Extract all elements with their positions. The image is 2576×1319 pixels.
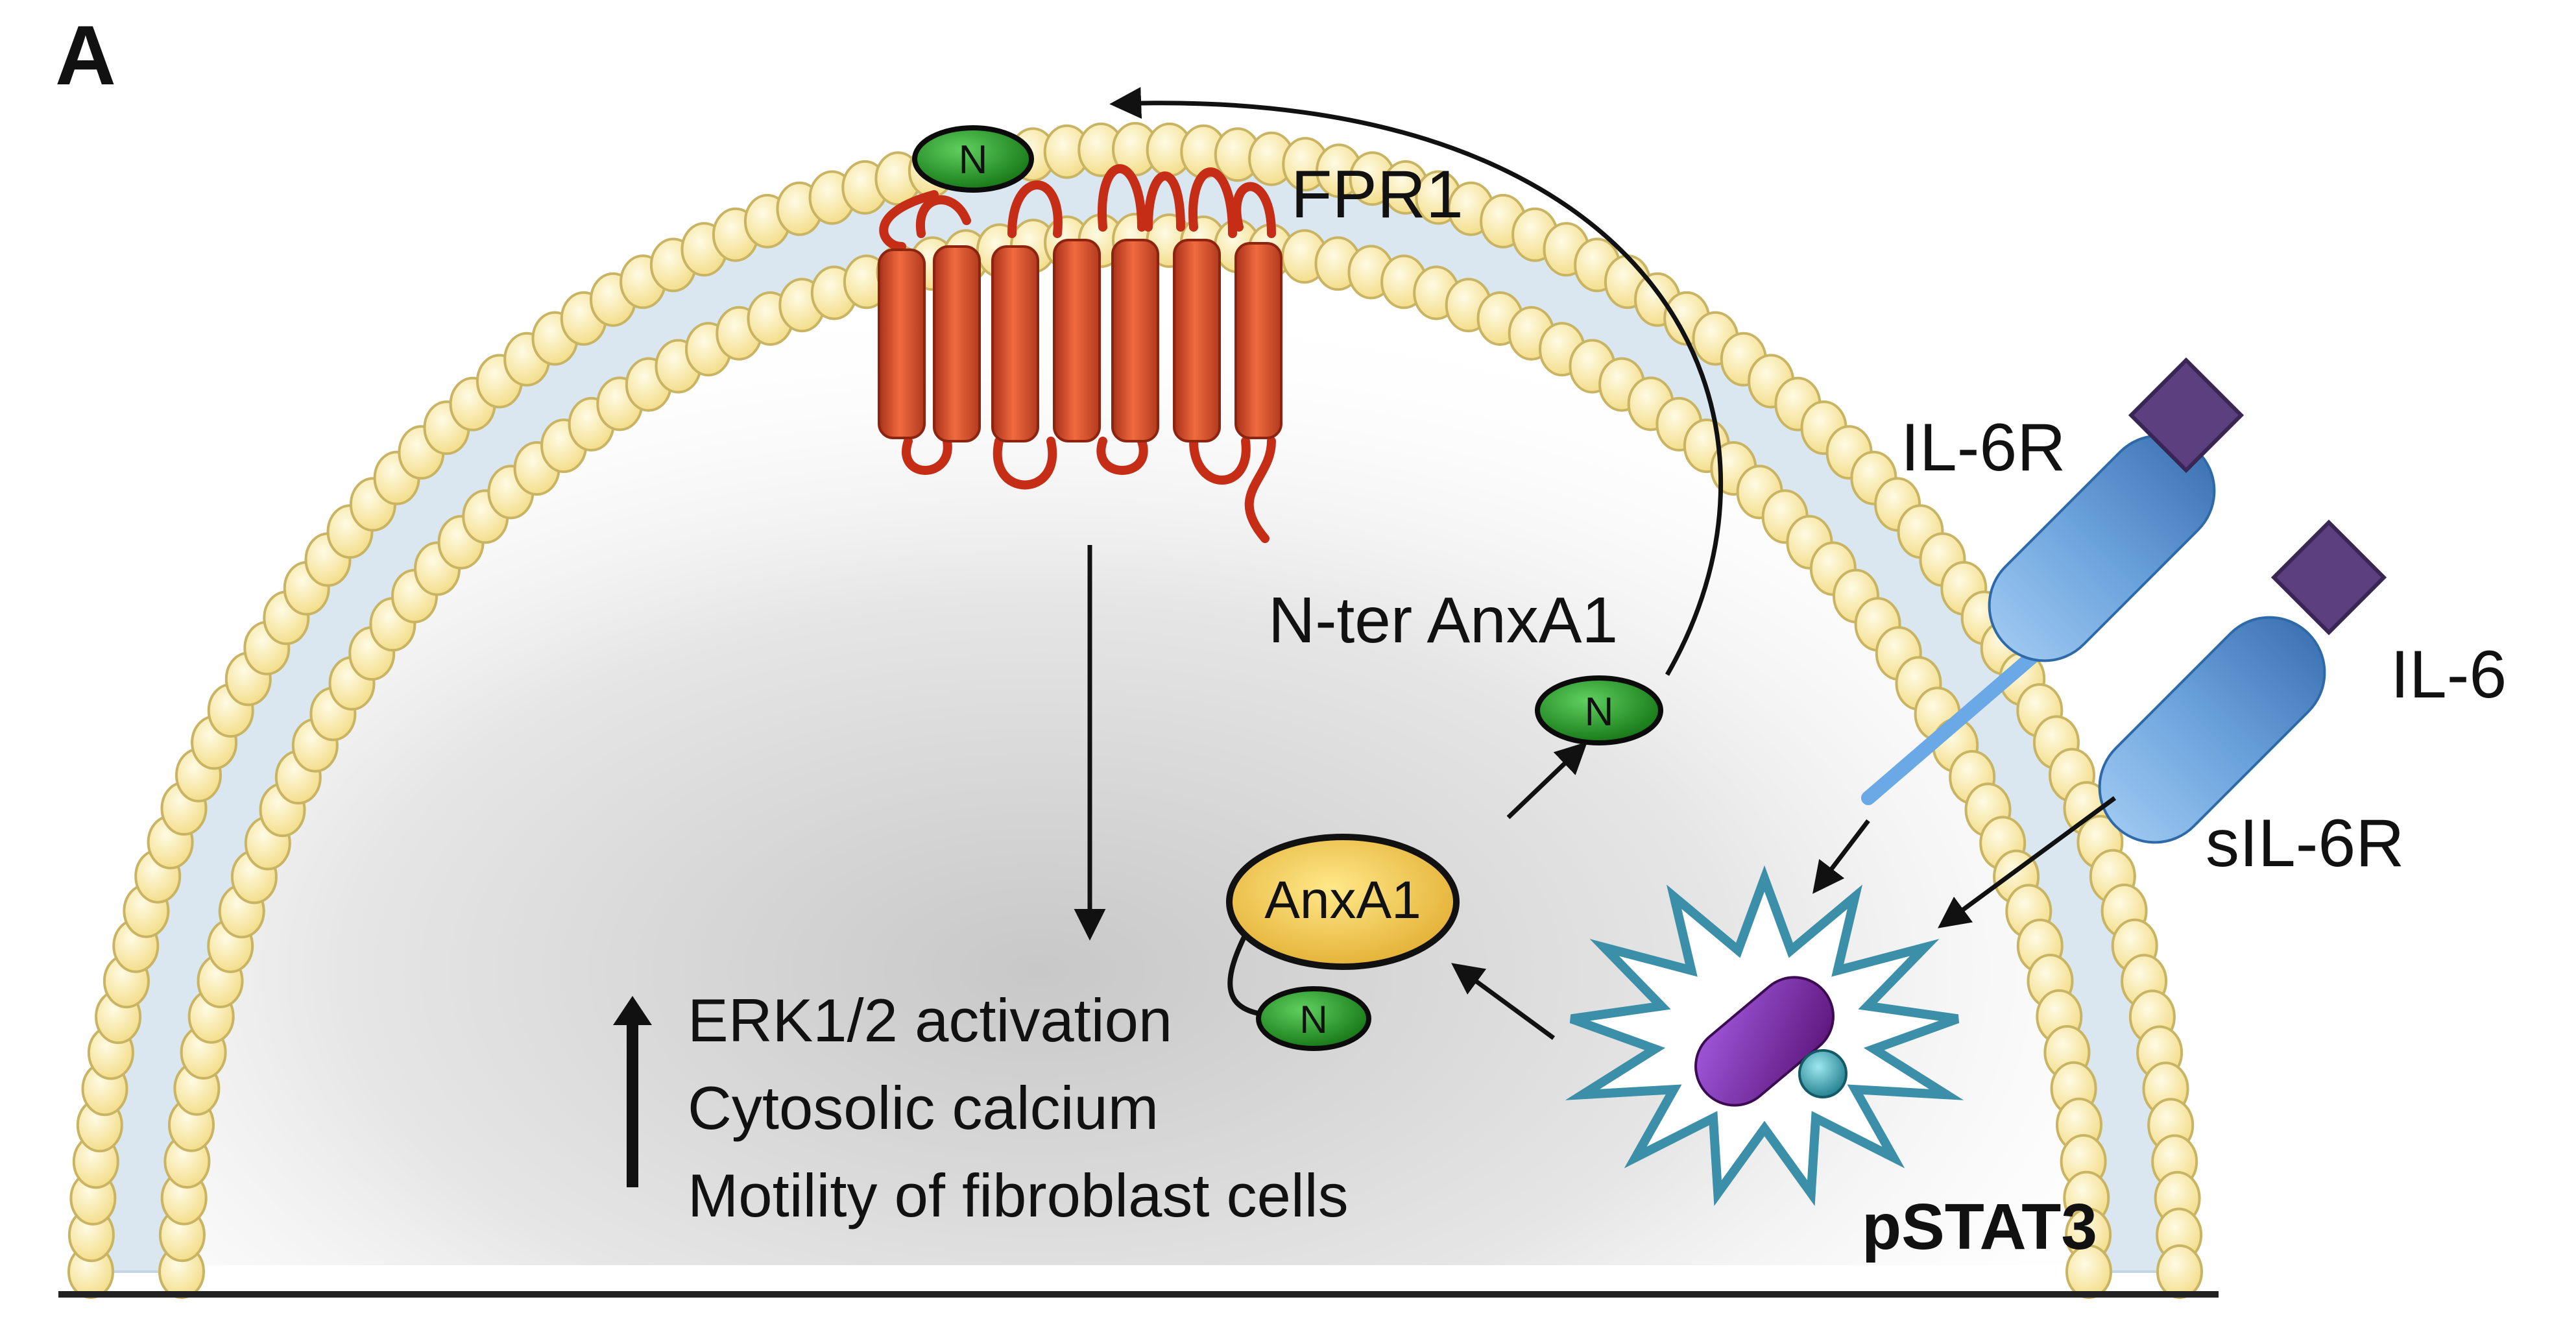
effect-erk: ERK1/2 activation bbox=[688, 986, 1172, 1054]
pstat3-label: pSTAT3 bbox=[1862, 1191, 2097, 1263]
sil6r-body bbox=[2098, 616, 2326, 844]
cytoplasm bbox=[162, 214, 2108, 1265]
arrows bbox=[1074, 87, 2117, 1040]
arrow-pstat3-to-anxa1 bbox=[1451, 963, 1556, 1040]
free-n-terminus: N bbox=[1535, 675, 1663, 745]
anxa1-protein: AnxA1 N bbox=[1226, 834, 1460, 1051]
nter-anxa1-label: N-ter AnxA1 bbox=[1268, 584, 1618, 657]
anxa1-label: AnxA1 bbox=[1264, 871, 1421, 930]
fpr1-helix bbox=[1053, 239, 1101, 442]
fpr1-helix bbox=[933, 245, 981, 442]
fpr1-helix bbox=[878, 248, 926, 439]
effect-calcium: Cytosolic calcium bbox=[688, 1074, 1159, 1142]
arrow-nter-to-fpr1 bbox=[1109, 87, 1723, 676]
fpr1-helix bbox=[1234, 242, 1282, 439]
phosphate-icon bbox=[1798, 1049, 1848, 1098]
il6-ligand-icon bbox=[2128, 357, 2245, 474]
panel-label: A bbox=[55, 8, 116, 103]
n-badge-label: N bbox=[1585, 690, 1614, 734]
effects-block: ERK1/2 activation Cytosolic calcium Moti… bbox=[613, 986, 1349, 1229]
il6r-complex bbox=[1861, 357, 2387, 844]
n-badge-label: N bbox=[1299, 998, 1327, 1041]
increase-arrowhead bbox=[613, 996, 652, 1025]
fpr1-helix bbox=[1111, 239, 1159, 442]
il6r-label: IL-6R bbox=[1901, 410, 2065, 485]
n-terminus-badge: N bbox=[912, 125, 1034, 193]
fpr1-label: FPR1 bbox=[1291, 157, 1463, 232]
arrow-anxa1-to-nter bbox=[1506, 742, 1588, 819]
stat3-molecule bbox=[1694, 976, 1835, 1107]
arrow-sil6r-to-pstat3 bbox=[1938, 796, 2117, 928]
effect-motility: Motility of fibroblast cells bbox=[688, 1161, 1349, 1229]
anxa1-n-terminus-badge: N bbox=[1256, 986, 1371, 1051]
pstat3-burst bbox=[1565, 865, 1964, 1206]
arrow-il6r-to-pstat3 bbox=[1812, 819, 1870, 894]
sil6r-label: sIL-6R bbox=[2206, 806, 2404, 881]
il6-label: IL-6 bbox=[2390, 637, 2507, 712]
il6-ligand-icon bbox=[2270, 519, 2387, 636]
fpr1-helix bbox=[1173, 239, 1221, 442]
phospholipid-head bbox=[2156, 1244, 2203, 1299]
fpr1-receptor: N bbox=[878, 125, 1282, 543]
fpr1-helix bbox=[991, 245, 1039, 442]
n-badge-label: N bbox=[959, 138, 988, 182]
fpr1-loops bbox=[879, 164, 1276, 543]
